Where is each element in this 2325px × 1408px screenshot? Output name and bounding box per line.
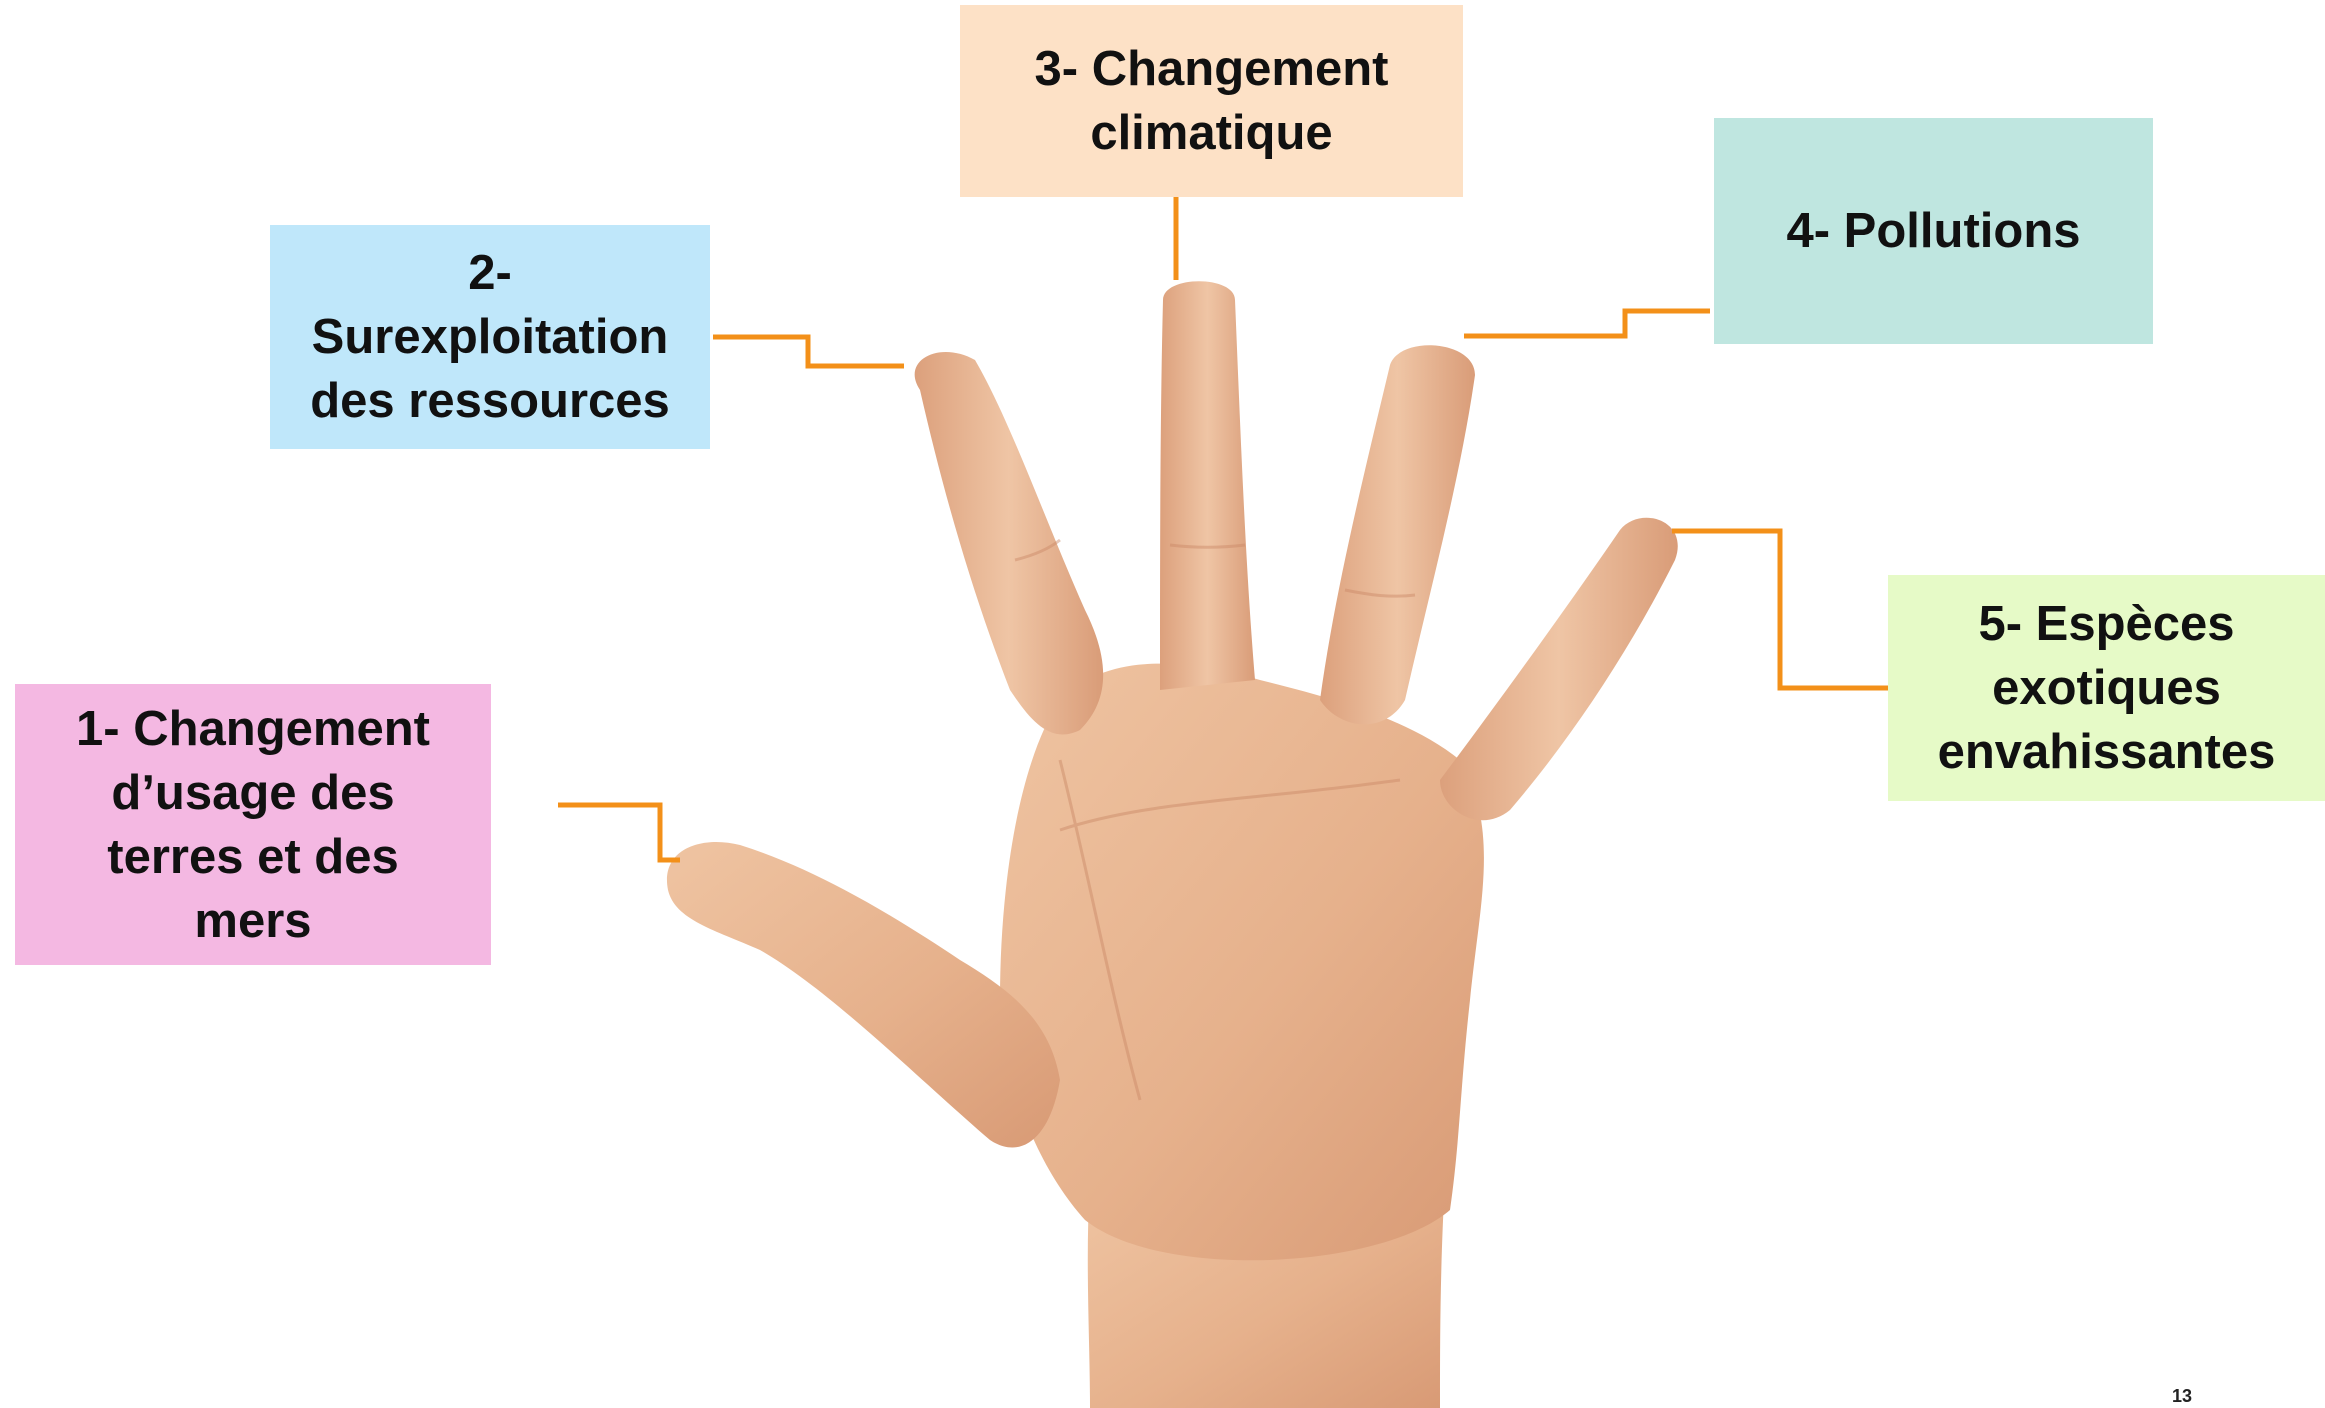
little-finger	[1440, 517, 1678, 821]
palm-crease-2	[1058, 759, 1142, 1101]
label-text: 4- Pollutions	[1786, 204, 2081, 258]
middle-finger	[1160, 281, 1255, 690]
index-knuckle	[1014, 538, 1061, 562]
ring-knuckle	[1344, 588, 1416, 598]
middle-knuckle	[1169, 543, 1246, 549]
ring-finger	[1320, 345, 1475, 725]
label-text: 3- Changement climatique	[1034, 42, 1389, 160]
label-text: 1- Changement d’usage des terres et des …	[76, 701, 430, 948]
connector-4	[1464, 308, 1710, 339]
palm-crease-1	[1059, 778, 1401, 832]
thumb	[666, 842, 1060, 1148]
connector-2	[713, 334, 904, 369]
label-text: 5- Espèces exotiques envahissantes	[1937, 597, 2276, 779]
label-climate-change: 3- Changement climatique	[960, 5, 1463, 197]
connector-1	[558, 802, 680, 863]
label-invasive-species: 5- Espèces exotiques envahissantes	[1888, 575, 2325, 801]
page-number: 13	[2172, 1386, 2193, 1406]
index-finger	[914, 351, 1104, 735]
label-text: 2- Surexploitation des ressources	[310, 246, 670, 428]
label-land-sea-use-change: 1- Changement d’usage des terres et des …	[15, 684, 491, 965]
palm	[1000, 663, 1484, 1261]
connector-5	[1672, 528, 1888, 691]
label-overexploitation: 2- Surexploitation des ressources	[270, 225, 710, 449]
label-pollution: 4- Pollutions	[1714, 118, 2153, 344]
